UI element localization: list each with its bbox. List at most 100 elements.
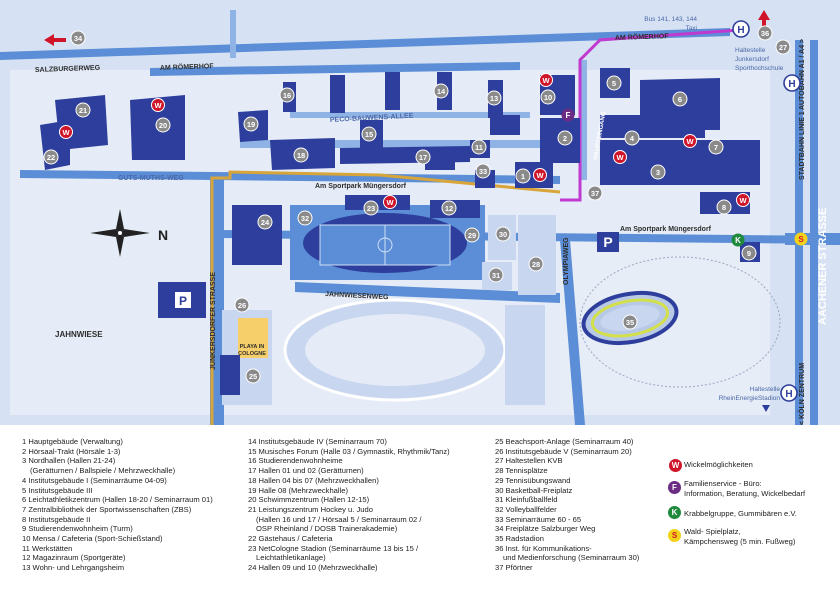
svg-text:29: 29 xyxy=(468,231,476,240)
svg-text:H: H xyxy=(737,25,744,36)
building-marker-22[interactable]: 22 xyxy=(43,149,59,165)
building-marker-6[interactable]: 6 xyxy=(672,91,688,107)
building-marker-15[interactable]: 15 xyxy=(361,126,377,142)
waldspielplatz-icon[interactable]: S xyxy=(794,232,808,246)
svg-text:F: F xyxy=(566,111,571,120)
street-am-roemerhof-1: AM RÖMERHOF xyxy=(160,61,215,72)
legend-item: 30 Basketball-Freiplatz xyxy=(495,485,573,495)
building-marker-5[interactable]: 5 xyxy=(606,75,622,91)
svg-text:17: 17 xyxy=(419,153,427,162)
legend-column-1: 1 Hauptgebäude (Verwaltung)2 Hörsaal-Tra… xyxy=(22,437,213,573)
building-marker-37[interactable]: 37 xyxy=(587,185,603,201)
tennis-28 xyxy=(518,215,556,295)
area-playa-2: COLOGNE xyxy=(238,351,266,357)
wc-icon[interactable]: W xyxy=(683,134,697,148)
building-marker-36[interactable]: 36 xyxy=(757,25,773,41)
building-marker-29[interactable]: 29 xyxy=(464,227,480,243)
compass-icon xyxy=(90,209,150,257)
bus-stop-icon-top[interactable]: H xyxy=(732,20,750,38)
bus-stop-icon-east[interactable]: H xyxy=(783,74,801,92)
building-marker-21[interactable]: 21 xyxy=(75,102,91,118)
building-marker-13[interactable]: 13 xyxy=(486,90,502,106)
legend-item: 37 Pförtner xyxy=(495,563,533,573)
building-marker-17[interactable]: 17 xyxy=(415,149,431,165)
wc-legend-icon: W xyxy=(668,458,683,473)
building-marker-12[interactable]: 12 xyxy=(441,200,457,216)
family-service-icon[interactable]: F xyxy=(561,108,575,122)
building-marker-31[interactable]: 31 xyxy=(488,267,504,283)
building-marker-33[interactable]: 33 xyxy=(475,163,491,179)
svg-text:11: 11 xyxy=(475,143,483,152)
building-marker-1[interactable]: 1 xyxy=(515,168,531,184)
building-marker-16[interactable]: 16 xyxy=(279,87,295,103)
svg-text:37: 37 xyxy=(591,189,599,198)
stop-top-line2: Junkersdorf xyxy=(735,56,769,63)
building-marker-35[interactable]: 35 xyxy=(622,314,638,330)
svg-text:35: 35 xyxy=(626,318,634,327)
legend-item: 36 Inst. für Kommunikations- xyxy=(495,543,592,553)
building-marker-2[interactable]: 2 xyxy=(557,130,573,146)
kita-icon[interactable]: K xyxy=(731,233,745,247)
wc-icon[interactable]: W xyxy=(59,125,73,139)
courts-south xyxy=(505,305,545,405)
bus-lines-label: Bus 141, 143, 144 xyxy=(644,16,697,23)
street-koeln-zentrum: < KÖLN ZENTRUM xyxy=(797,363,806,425)
street-am-sportpark-1: Am Sportpark Müngersdorf xyxy=(315,183,407,190)
building-marker-32[interactable]: 32 xyxy=(297,210,313,226)
parking-icon-west[interactable] xyxy=(175,292,191,308)
wc-icon[interactable]: W xyxy=(383,195,397,209)
building-marker-14[interactable]: 14 xyxy=(433,83,449,99)
parking-label-east: P xyxy=(603,234,612,250)
svg-text:K: K xyxy=(735,236,741,245)
wc-icon[interactable]: W xyxy=(736,193,750,207)
street-am-roemerhof-2: AM RÖMERHOF xyxy=(615,31,670,42)
building-marker-25[interactable]: 25 xyxy=(245,368,261,384)
building-marker-7[interactable]: 7 xyxy=(708,139,724,155)
street-stadtbahn: STADTBAHN LINIE 1 xyxy=(799,111,806,180)
building-marker-23[interactable]: 23 xyxy=(363,200,379,216)
building-marker-28[interactable]: 28 xyxy=(528,256,544,272)
building-marker-18[interactable]: 18 xyxy=(293,147,309,163)
parking-label-west: P xyxy=(179,294,187,308)
svg-text:31: 31 xyxy=(492,271,500,280)
svg-text:8: 8 xyxy=(722,203,726,212)
wald-legend-icon: S xyxy=(668,529,681,542)
street-salzburger-weg: SALZBURGERWEG xyxy=(35,65,101,74)
street-aachener: AACHENER STRASSE xyxy=(817,208,829,325)
campus-map[interactable]: P P SALZBURGERWEG AM RÖMERHOF AM RÖMERHO… xyxy=(0,0,840,425)
parking-icon-east[interactable] xyxy=(597,232,619,252)
building-marker-10[interactable]: 10 xyxy=(540,89,556,105)
legend-item: 25 Beachsport-Anlage (Seminarraum 40) xyxy=(495,437,634,446)
legend-item: 12 Magazinraum (Sportgeräte) xyxy=(22,553,126,563)
legend-item: 10 Mensa / Cafeteria (Sport-Schießstand) xyxy=(22,534,163,544)
svg-text:S: S xyxy=(798,235,804,244)
legend-item: (Hallen 16 und 17 / Hörsaal 5 / Seminarr… xyxy=(256,514,422,524)
building-marker-34[interactable]: 34 xyxy=(70,30,86,46)
wc-icon[interactable]: W xyxy=(539,73,553,87)
building-marker-4[interactable]: 4 xyxy=(624,130,640,146)
building-marker-8[interactable]: 8 xyxy=(716,199,732,215)
building-marker-9[interactable]: 9 xyxy=(741,245,757,261)
building-marker-24[interactable]: 24 xyxy=(257,214,273,230)
wc-icon[interactable]: W xyxy=(533,168,547,182)
svg-text:16: 16 xyxy=(283,91,291,100)
stop-bottom-line1: Haltestelle xyxy=(750,386,781,393)
wc-icon[interactable]: W xyxy=(151,98,165,112)
building-marker-19[interactable]: 19 xyxy=(243,116,259,132)
svg-text:25: 25 xyxy=(249,372,257,381)
legend-item: 23 NetCologne Stadion (Seminarräume 13 b… xyxy=(248,543,419,553)
svg-text:27: 27 xyxy=(779,43,787,52)
bus-stop-icon-bottom[interactable]: H xyxy=(780,384,798,402)
building-marker-11[interactable]: 11 xyxy=(471,139,487,155)
wc-icon[interactable]: W xyxy=(613,150,627,164)
building-marker-26[interactable]: 26 xyxy=(234,297,250,313)
legend-item: 18 Hallen 04 bis 07 (Mehrzweckhallen) xyxy=(248,475,379,485)
building-marker-20[interactable]: 20 xyxy=(155,117,171,133)
legend-item: 17 Hallen 01 und 02 (Gerätturnen) xyxy=(248,466,364,476)
building-marker-27[interactable]: 27 xyxy=(775,39,791,55)
legend-item: 7 Zentralbibliothek der Sportwissenschaf… xyxy=(22,504,192,514)
building-marker-30[interactable]: 30 xyxy=(495,226,511,242)
building-marker-3[interactable]: 3 xyxy=(650,164,666,180)
arrow-up-icon xyxy=(758,10,770,32)
velodrome-outline xyxy=(579,256,781,388)
